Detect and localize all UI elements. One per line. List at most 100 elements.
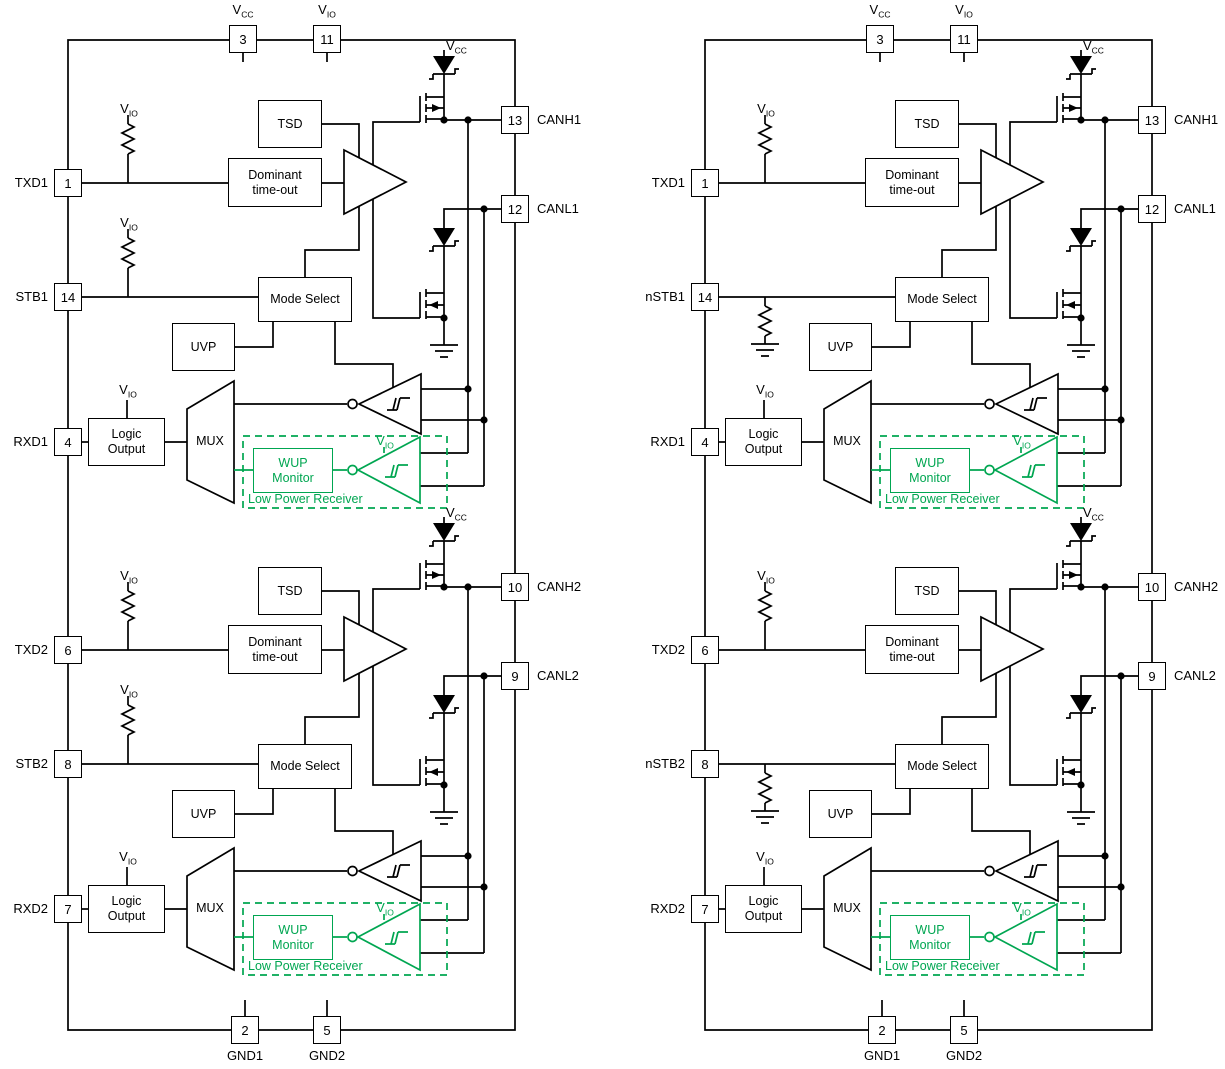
vcc-label: VCC [1083, 505, 1104, 522]
pin-label-rxd1: RXD1 [13, 434, 48, 449]
vio-label: VIO [114, 682, 144, 700]
v-base: V [376, 433, 385, 448]
pin-number: 6 [64, 642, 72, 658]
pin-number: 7 [701, 901, 709, 917]
v-sub: IO [765, 575, 775, 586]
mux-label: MUX [833, 434, 861, 448]
v-sub: IO [1021, 440, 1031, 451]
pin-number: 5 [323, 1022, 331, 1038]
vio-label: VIO [750, 382, 780, 400]
vio-label: VIO [114, 101, 144, 119]
nstb2-pulldown-resistor [751, 764, 779, 823]
tsd-block: TSD [258, 567, 322, 615]
dominant-timeout-block: Dominant time-out [228, 625, 322, 674]
v-base: V [756, 382, 765, 397]
pin-label-txd1: TXD1 [651, 175, 685, 190]
wup-monitor-block: WUP Monitor [253, 448, 333, 493]
wup-monitor-block: WUP Monitor [890, 915, 970, 960]
pin-label-canl2: CANL2 [1174, 668, 1216, 683]
dominant-timeout-block: Dominant time-out [865, 158, 959, 207]
logic-output-block: Logic Output [88, 885, 165, 933]
pin-box-vio: 11 [313, 25, 341, 53]
vcc-label: VCC [1083, 38, 1104, 56]
pin-label-gnd2: GND2 [945, 1048, 983, 1063]
dominant-timeout-block: Dominant time-out [228, 158, 322, 207]
pin-label-gnd1: GND1 [863, 1048, 901, 1063]
pin-box-canl1: 12 [501, 195, 529, 223]
pin-box-canh1: 13 [501, 106, 529, 134]
pin-number: 6 [701, 642, 709, 658]
vcc-rail-label: VCC [865, 2, 895, 19]
v-sub: IO [128, 222, 138, 233]
v-sub: IO [127, 389, 137, 400]
pin-number: 2 [241, 1022, 249, 1038]
pin-label-canl1: CANL1 [1174, 201, 1216, 216]
pin-number: 9 [1148, 668, 1156, 684]
v-sub: CC [1091, 45, 1104, 56]
v-base: V [1013, 900, 1022, 915]
pin-box-canl2: 9 [1138, 662, 1166, 690]
pin-label-txd2: TXD2 [14, 642, 48, 657]
wup-monitor-block: WUP Monitor [890, 448, 970, 493]
vio-label: VIO [750, 849, 780, 866]
pin-box-vcc: 3 [229, 25, 257, 53]
pin-label-rxd2: RXD2 [13, 901, 48, 916]
dominant-timeout-block: Dominant time-out [865, 625, 959, 674]
pin-box-canl1: 12 [1138, 195, 1166, 223]
tsd-block: TSD [895, 100, 959, 148]
v-base: V [869, 2, 879, 17]
pin-label-canh1: CANH1 [537, 112, 582, 127]
pin-box-txd2: 6 [691, 636, 719, 664]
v-sub: IO [127, 856, 137, 867]
vio-label: VIO [751, 568, 781, 586]
pin-label-stb1: STB1 [15, 289, 48, 304]
pin-label-canh2: CANH2 [537, 579, 582, 594]
logic-output-block: Logic Output [725, 418, 802, 466]
nstb1-pulldown-resistor [751, 297, 779, 356]
v-sub: IO [128, 689, 138, 700]
low-power-receiver-label: Low Power Receiver [248, 959, 363, 973]
pin-label-canh1: CANH1 [1174, 112, 1219, 127]
vio-label-green: VIO [370, 433, 400, 450]
vio-label: VIO [751, 101, 781, 118]
vio-label: VIO [113, 849, 143, 867]
pin-number: 4 [64, 434, 72, 450]
v-sub: IO [1021, 907, 1031, 918]
pin-box-txd2: 6 [54, 636, 82, 664]
v-base: V [955, 2, 964, 17]
mux-label: MUX [196, 434, 224, 448]
pin-box-nstb2: 8 [691, 750, 719, 778]
pin-number: 11 [320, 31, 334, 47]
pin-label-nstb1: nSTB1 [645, 289, 685, 304]
v-base: V [446, 505, 455, 520]
pin-box-stb2: 8 [54, 750, 82, 778]
pin-number: 4 [701, 434, 709, 450]
pin-number: 11 [957, 31, 971, 47]
v-sub: IO [128, 108, 138, 119]
uvp-block: UVP [172, 323, 235, 371]
uvp-block: UVP [809, 790, 872, 838]
vcc-label: VCC [446, 38, 467, 55]
logic-output-block: Logic Output [725, 885, 802, 933]
pin-label-stb2: STB2 [15, 756, 48, 771]
pin-number: 12 [1144, 201, 1160, 217]
v-base: V [318, 2, 327, 17]
pin-box-canh1: 13 [1138, 106, 1166, 134]
pin-number: 9 [511, 668, 519, 684]
pin-box-canh2: 10 [501, 573, 529, 601]
vio-label: VIO [114, 215, 144, 233]
pin-box-canl2: 9 [501, 662, 529, 690]
v-sub: IO [764, 389, 774, 400]
tsd-block: TSD [895, 567, 959, 615]
pin-label-canl1: CANL1 [537, 201, 579, 216]
vio-rail-label: VIO [312, 2, 342, 19]
low-power-receiver-label: Low Power Receiver [248, 492, 363, 506]
v-base: V [1083, 38, 1092, 53]
v-base: V [1013, 433, 1022, 448]
v-base: V [120, 215, 129, 230]
pin-number: 1 [64, 175, 72, 191]
pin-label-canh2: CANH2 [1174, 579, 1219, 594]
pin-number: 1 [701, 175, 709, 191]
v-base: V [757, 101, 766, 116]
pin-box-gnd2: 5 [950, 1016, 978, 1044]
